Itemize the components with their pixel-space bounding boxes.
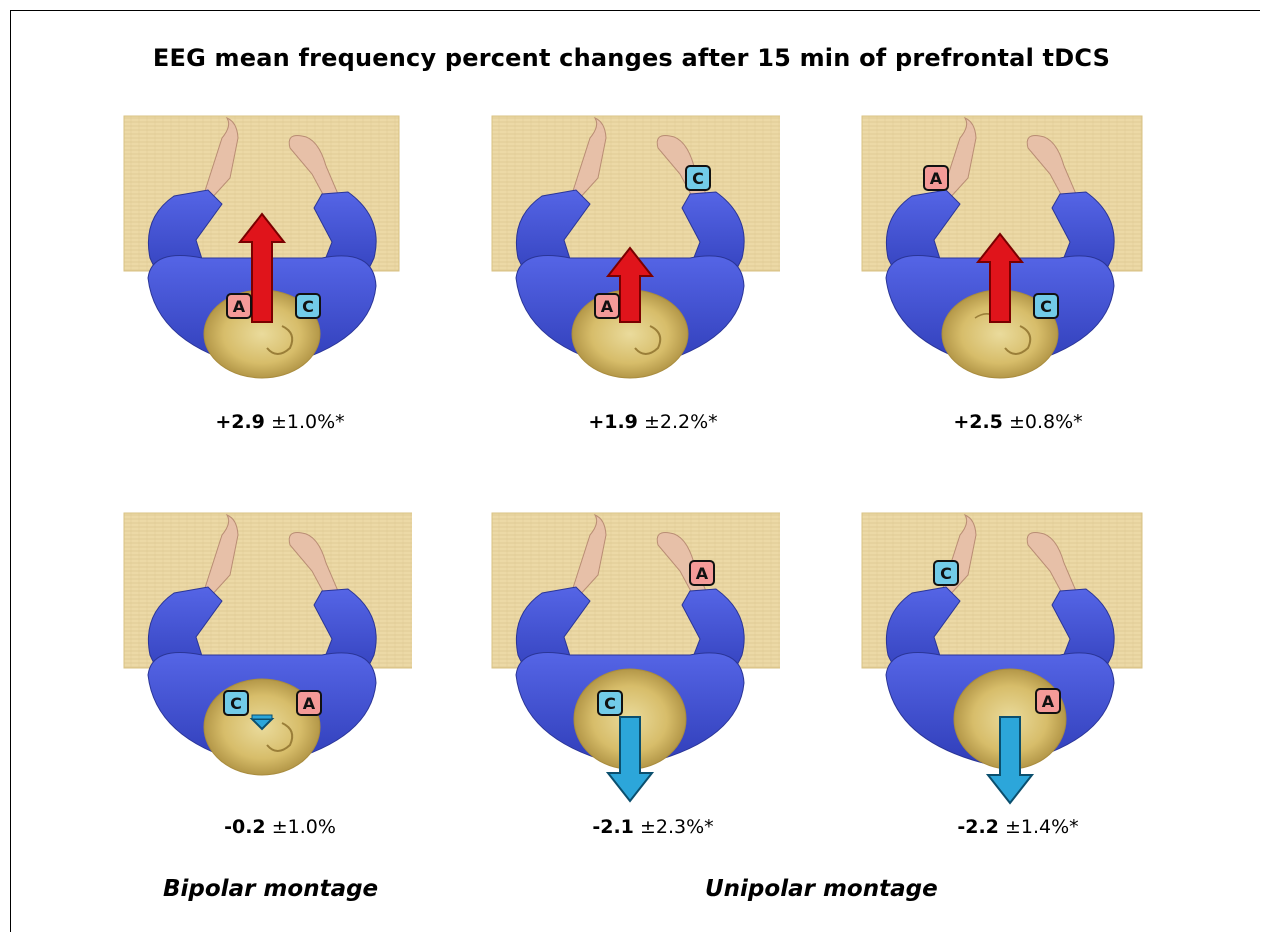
mean-change: -2.2 [957, 816, 999, 838]
cathode-label: C [692, 169, 704, 188]
panel-2: A C [480, 108, 780, 408]
panel-4: C A [112, 505, 412, 805]
person-illustration: C A [861, 512, 1143, 805]
person-illustration: A C [123, 115, 400, 379]
cathode-label-icon: C [597, 690, 623, 716]
figure-title: EEG mean frequency percent changes after… [152, 44, 1111, 72]
bipolar-montage-label: Bipolar montage [163, 876, 379, 902]
person-illustration: C A [123, 512, 412, 776]
cathode-label: C [940, 564, 952, 583]
anode-label: A [233, 297, 246, 316]
anode-label-icon: A [923, 165, 949, 191]
cathode-label-icon: C [685, 165, 711, 191]
cathode-label-icon: C [1033, 293, 1059, 319]
panel-5: C A [480, 505, 780, 805]
sd-value: ±0.8%* [1008, 411, 1083, 433]
panel-6-value: -2.2 ±1.4%* [868, 816, 1168, 838]
panel-5-value: -2.1 ±2.3%* [503, 816, 803, 838]
anode-label: A [696, 564, 709, 583]
panel-3: A C [850, 108, 1150, 408]
sd-value: ±2.2%* [643, 411, 718, 433]
person-illustration: A C [861, 115, 1143, 379]
unipolar-montage-label: Unipolar montage [705, 876, 938, 902]
cathode-label: C [1040, 297, 1052, 316]
person-illustration: C A [491, 512, 780, 803]
anode-label-icon: A [594, 293, 620, 319]
cathode-label-icon: C [295, 293, 321, 319]
panel-4-value: -0.2 ±1.0% [130, 816, 430, 838]
cathode-label: C [230, 694, 242, 713]
anode-label: A [601, 297, 614, 316]
anode-label-icon: A [296, 690, 322, 716]
sd-value: ±1.0%* [270, 411, 345, 433]
figure-frame [10, 10, 1260, 932]
decrease-arrow-icon [985, 716, 1035, 805]
decrease-arrow-icon [605, 716, 655, 803]
mean-change: -2.1 [592, 816, 634, 838]
sd-value: ±2.3%* [639, 816, 714, 838]
sd-value: ±1.0% [271, 816, 336, 838]
anode-label-icon: A [689, 560, 715, 586]
person-illustration: A C [491, 115, 780, 379]
panel-2-value: +1.9 ±2.2%* [503, 411, 803, 433]
mean-change: -0.2 [224, 816, 266, 838]
no-change-arrow-icon [249, 714, 275, 731]
anode-label: A [930, 169, 943, 188]
anode-label-icon: A [1035, 688, 1061, 714]
panel-1-value: +2.9 ±1.0%* [130, 411, 430, 433]
cathode-label-icon: C [933, 560, 959, 586]
anode-label: A [1042, 692, 1055, 711]
mean-change: +1.9 [588, 411, 638, 433]
anode-label: A [303, 694, 316, 713]
increase-arrow-icon [605, 246, 655, 323]
anode-label-icon: A [226, 293, 252, 319]
mean-change: +2.5 [953, 411, 1003, 433]
cathode-label: C [302, 297, 314, 316]
cathode-label-icon: C [223, 690, 249, 716]
panel-3-value: +2.5 ±0.8%* [868, 411, 1168, 433]
sd-value: ±1.4%* [1004, 816, 1079, 838]
cathode-label: C [604, 694, 616, 713]
mean-change: +2.9 [215, 411, 265, 433]
increase-arrow-icon [975, 232, 1025, 323]
panel-1: A C [112, 108, 412, 408]
increase-arrow-icon [237, 212, 287, 323]
panel-6: C A [850, 505, 1150, 805]
